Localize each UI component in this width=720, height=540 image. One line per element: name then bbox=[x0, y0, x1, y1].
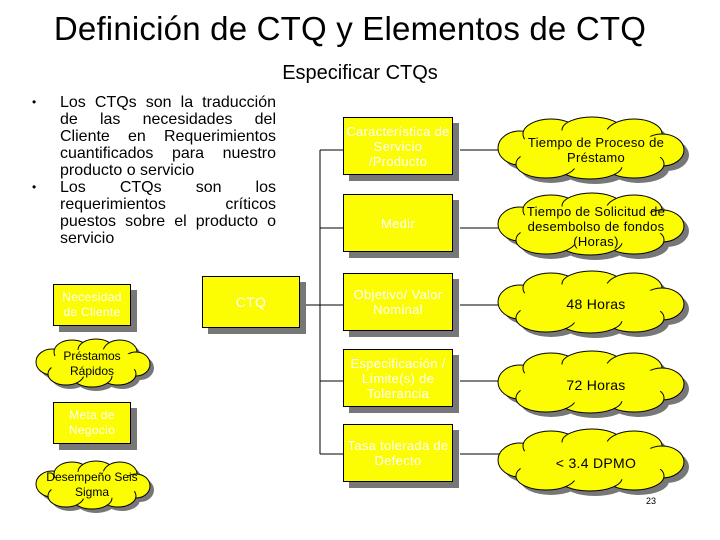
bullet-text: Los CTQs son la traducción de las necesi… bbox=[60, 94, 276, 179]
example-text: Tiempo de Proceso de Préstamo bbox=[527, 135, 665, 165]
element-box-caracteristica: Característica de Servicio /Producto bbox=[343, 117, 453, 175]
bullet-item: • Los CTQs son los requerimientos crítico… bbox=[30, 179, 276, 247]
bullet-text: Los CTQs son los requerimientos críticos… bbox=[60, 179, 276, 247]
desempeno-seis-sigma-label: Desempeño Seis Sigma bbox=[46, 470, 138, 499]
page-subtitle: Especificar CTQs bbox=[282, 62, 438, 84]
element-box-especificacion: Especificación / Límite(s) de Tolerancia bbox=[343, 349, 453, 407]
example-cloud-shape bbox=[497, 350, 689, 418]
page-number: 23 bbox=[646, 496, 657, 506]
bullet-marker: • bbox=[32, 180, 37, 194]
example-text: Tiempo de Solicitud de desembolso de fon… bbox=[526, 203, 666, 249]
example-cloud-shape bbox=[497, 116, 689, 184]
example-cloud-shape bbox=[497, 192, 689, 260]
element-label: Tasa tolerada de Defecto bbox=[347, 438, 449, 468]
element-label: Característica de Servicio /Producto bbox=[346, 123, 450, 169]
bullet-marker: • bbox=[32, 95, 37, 109]
element-label: Especificación / Límite(s) de Tolerancia bbox=[350, 355, 446, 401]
example-text: 48 Horas bbox=[566, 295, 626, 312]
prestamos-rapidos-label: Préstamos Rápidos bbox=[63, 349, 121, 378]
element-label: Medir bbox=[380, 215, 415, 231]
meta-negocio-box: Meta de Negocio bbox=[53, 402, 131, 444]
element-box-medir: Medir bbox=[343, 194, 453, 252]
element-label: Objetivo/ Valor Nominal bbox=[353, 287, 443, 317]
desempeno-cloud-shape bbox=[35, 460, 154, 513]
prestamos-cloud-shape bbox=[35, 338, 154, 391]
example-cloud-shape bbox=[497, 270, 689, 338]
bullet-list: • Los CTQs son la traducción de las neces… bbox=[30, 94, 276, 247]
example-text: 72 Horas bbox=[566, 376, 626, 393]
necesidad-cliente-label: Necesidad de Cliente bbox=[62, 290, 122, 319]
bullet-item: • Los CTQs son la traducción de las neces… bbox=[30, 94, 276, 179]
page-title: Definición de CTQ y Elementos de CTQ bbox=[53, 10, 647, 47]
element-box-objetivo: Objetivo/ Valor Nominal bbox=[343, 273, 453, 331]
element-box-tasa: Tasa tolerada de Defecto bbox=[343, 424, 453, 482]
example-cloud-shape bbox=[497, 428, 689, 496]
necesidad-cliente-box: Necesidad de Cliente bbox=[53, 284, 131, 326]
ctq-box: CTQ bbox=[202, 276, 300, 328]
meta-negocio-label: Meta de Negocio bbox=[68, 408, 116, 437]
example-text: < 3.4 DPMO bbox=[555, 454, 637, 471]
ctq-label: CTQ bbox=[235, 293, 267, 310]
